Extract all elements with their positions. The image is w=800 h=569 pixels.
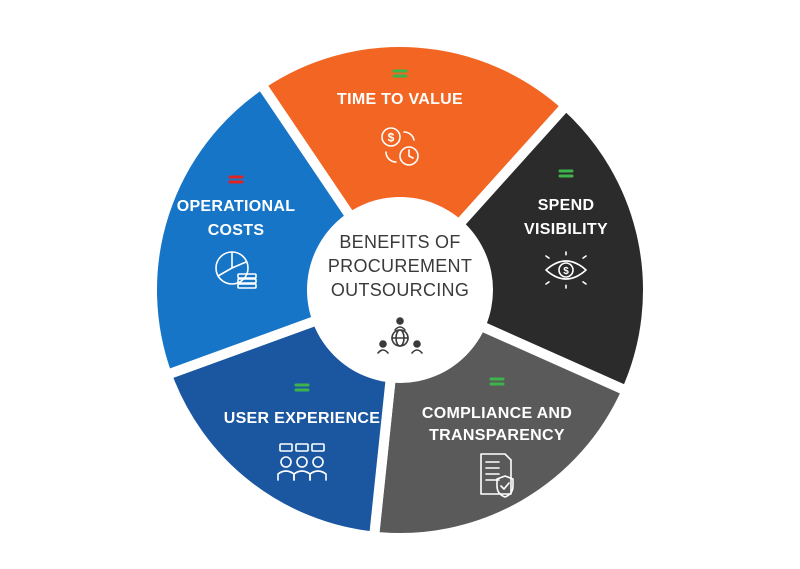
segment-user-experience-label-line: USER EXPERIENCE: [224, 410, 381, 427]
double-chevron-up-icon: [392, 69, 408, 78]
segment-operational-costs-label-line: OPERATIONAL: [177, 198, 296, 215]
svg-text:$: $: [388, 131, 395, 145]
users-chat-icon: [277, 443, 327, 481]
center-title-line: BENEFITS OF: [339, 232, 460, 252]
segment-time-to-value-content: TIME TO VALUE $: [337, 69, 463, 166]
segment-time-to-value-label-line: TIME TO VALUE: [337, 91, 463, 108]
svg-text:$: $: [563, 266, 569, 277]
double-chevron-up-icon: [489, 377, 505, 386]
segment-operational-costs-content: OPERATIONAL COSTS: [177, 175, 296, 289]
pie-coins-icon: [215, 251, 257, 289]
double-chevron-up-icon: [558, 169, 574, 178]
double-chevron-down-icon: [228, 175, 244, 184]
segment-compliance-and-transparency-label-line: TRANSPARENCY: [429, 427, 565, 444]
dollar-clock-icon: $: [381, 127, 419, 166]
center-title-line: OUTSOURCING: [331, 280, 469, 300]
document-shield-icon: [480, 453, 514, 498]
segment-spend-visibility-label-line: SPEND: [538, 197, 595, 214]
segment-spend-visibility-label-line: VISIBILITY: [524, 221, 608, 238]
segment-compliance-and-transparency-content: COMPLIANCE AND TRANSPARENCY: [422, 377, 572, 498]
segment-time-to-value: [256, 37, 571, 295]
segment-user-experience-content: USER EXPERIENCE: [224, 383, 381, 481]
center-disc: [307, 197, 493, 383]
double-chevron-up-icon: [294, 383, 310, 392]
segment-spend-visibility: [395, 100, 653, 396]
segment-compliance-and-transparency-label-line: COMPLIANCE AND: [422, 405, 572, 422]
center-title-line: PROCUREMENT: [328, 256, 472, 276]
center-group: BENEFITS OF PROCUREMENT OUTSOURCING: [328, 232, 472, 354]
segment-spend-visibility-content: SPEND VISIBILITY $: [524, 169, 608, 289]
segment-operational-costs-label-line: COSTS: [208, 222, 265, 239]
network-globe-icon: [377, 317, 423, 354]
dollar-eye-icon: $: [545, 251, 587, 289]
